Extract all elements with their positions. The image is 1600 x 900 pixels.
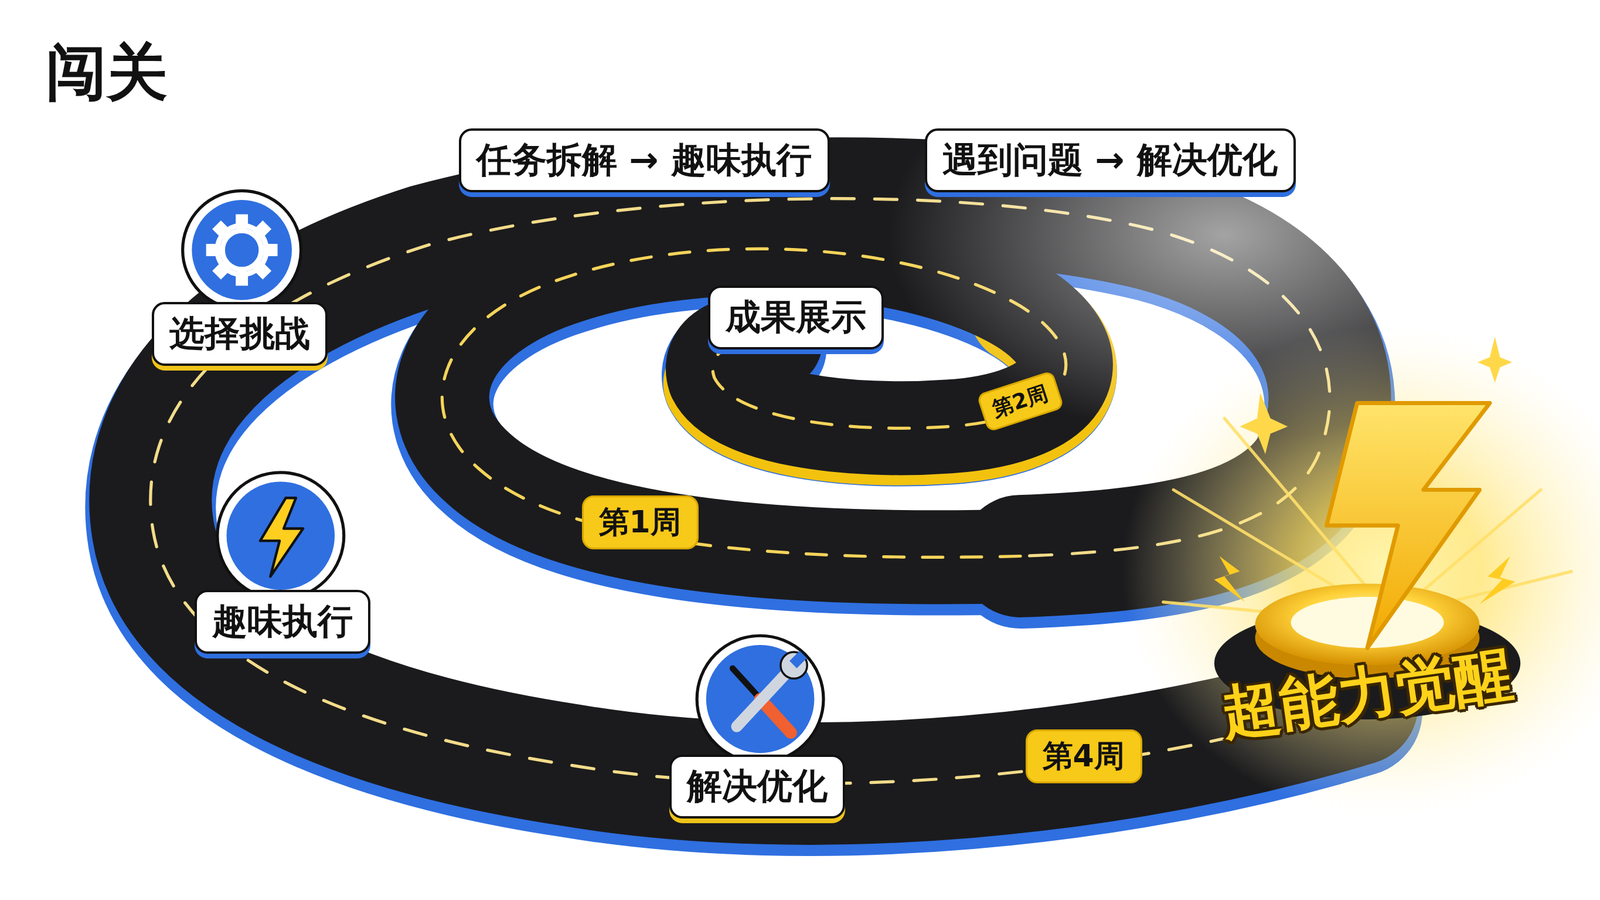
node-text: 选择挑战 <box>169 310 311 358</box>
stage-box: 解决优化 <box>669 754 846 819</box>
node-text: 遇到问题 → 解决优化 <box>942 136 1279 185</box>
stage-box: 趣味执行 <box>194 589 371 654</box>
week-badge: 第1周 <box>581 495 699 550</box>
diagram-title: 闯关 <box>45 32 168 115</box>
node-text: 任务拆解 → 趣味执行 <box>476 136 813 185</box>
step-box: 任务拆解 → 趣味执行 <box>458 128 830 193</box>
node-text: 第1周 <box>598 501 682 543</box>
stage-box: 成果展示 <box>707 285 884 350</box>
node-text: 成果展示 <box>725 293 867 342</box>
node-text: 第4周 <box>1042 735 1126 777</box>
node-text: 解决优化 <box>686 762 828 810</box>
stage-box: 选择挑战 <box>151 301 328 366</box>
step-box: 遇到问题 → 解决优化 <box>924 128 1296 193</box>
node-text: 趣味执行 <box>212 597 353 646</box>
week-badge: 第4周 <box>1025 729 1143 784</box>
